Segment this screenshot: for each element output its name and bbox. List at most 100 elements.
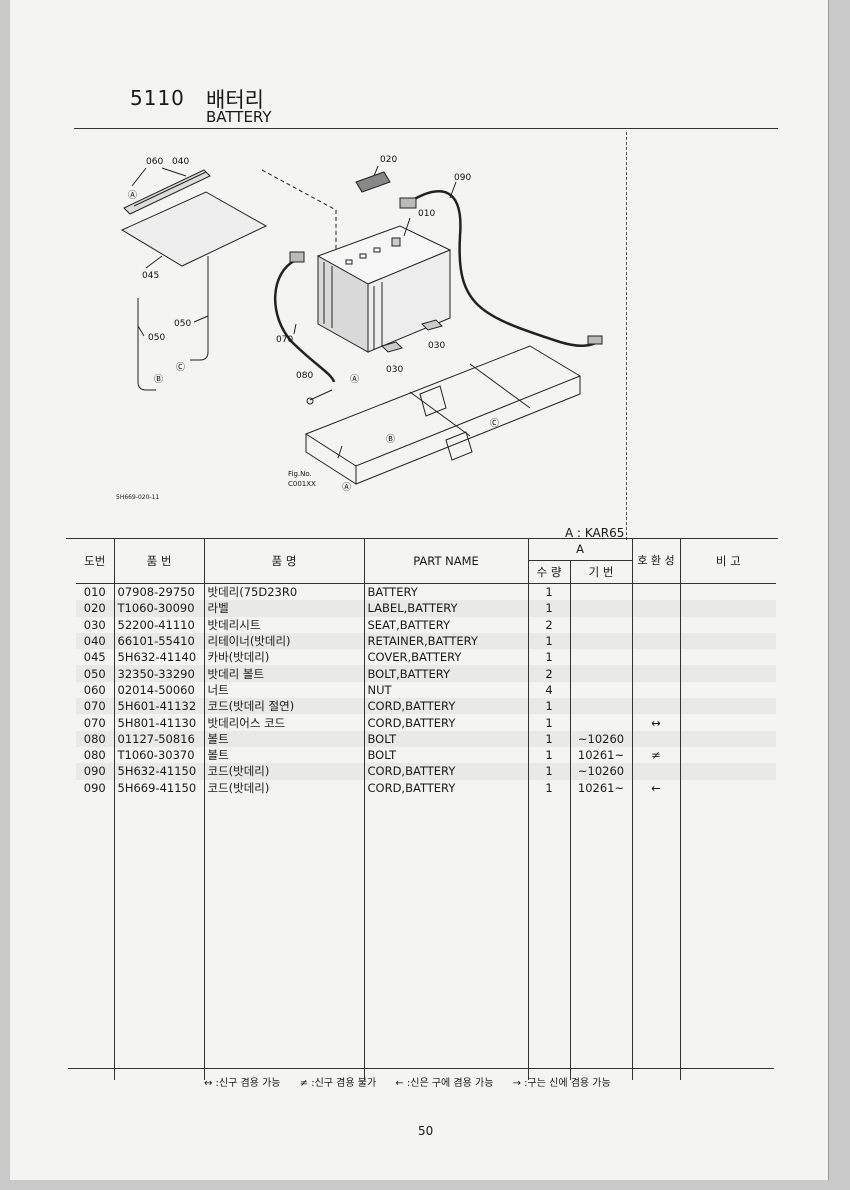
svg-text:010: 010: [418, 209, 435, 219]
cell-ref: 070: [83, 715, 106, 730]
cell-base: [569, 600, 632, 617]
cell-part-no: 5H669-41150: [113, 779, 204, 796]
cell-note: [679, 649, 776, 666]
cell-note: [679, 681, 776, 699]
col-header-qty: 수 량: [527, 560, 570, 584]
cell-part-no: 66101-55410: [113, 632, 204, 650]
empty-cell: [363, 795, 528, 1080]
cell-compat: [631, 730, 680, 747]
cell-part-no: 02014-50060: [113, 681, 204, 699]
svg-text:020: 020: [380, 155, 397, 165]
col-header-base: 기 번: [569, 560, 632, 584]
cell-compat: ≠: [631, 746, 680, 764]
cell-name-ko: 코드(밧데리): [203, 779, 364, 796]
cell-name-ko: 볼트: [203, 746, 364, 764]
section-title-english: BATTERY: [206, 108, 272, 126]
empty-cell: [631, 795, 680, 1080]
svg-text:045: 045: [142, 271, 159, 281]
cell-note: [679, 779, 776, 796]
cell-note: [679, 665, 776, 682]
svg-text:Ⓒ: Ⓒ: [490, 418, 499, 429]
cell-name-ko: 리테이너(밧데리): [203, 632, 364, 650]
battery-frame: [304, 345, 582, 467]
cell-note: [679, 583, 776, 601]
cell-compat: [631, 649, 680, 666]
cell-part-name: NUT: [363, 681, 528, 699]
cell-qty: 1: [527, 714, 570, 731]
svg-text:Ⓒ: Ⓒ: [176, 362, 185, 373]
section-number: 5110: [130, 86, 185, 110]
cell-base: [569, 665, 632, 682]
col-header-group-a: A: [527, 538, 632, 561]
cell-part-name: SEAT,BATTERY: [363, 616, 528, 633]
ground-cable: [273, 258, 336, 383]
cell-ref: 050: [76, 665, 114, 682]
cell-qty: 1: [527, 583, 570, 601]
cell-name-ko: 코드(밧데리): [203, 763, 364, 780]
battery-exploded-diagram: 060 040 020 090 010 045 050 050 070 030 …: [120, 155, 603, 493]
cell-part-no: 5H632-41140: [113, 649, 204, 666]
cell-ref: 080: [76, 730, 114, 747]
cell-compat: [631, 583, 680, 601]
svg-text:090: 090: [454, 173, 471, 183]
cell-ref: 030: [83, 617, 106, 632]
empty-cell: [527, 795, 570, 1080]
empty-cell: [76, 796, 114, 1080]
cell-qty: 1: [527, 649, 570, 666]
cell-part-no: 52200-41110: [113, 616, 204, 633]
cell-part-name: BOLT: [363, 746, 528, 764]
cell-note: [679, 616, 776, 633]
col-header-name-ko: 품 명: [203, 538, 364, 584]
cell-part-no: 5H601-41132: [113, 698, 204, 715]
battery-label: [355, 171, 391, 193]
retainer-part: [123, 169, 211, 215]
cell-name-ko: 너트: [203, 681, 364, 699]
empty-cell: [113, 795, 204, 1080]
svg-text:060: 060: [146, 157, 163, 167]
cell-name-ko: 카바(밧데리): [203, 649, 364, 666]
cell-compat: [631, 600, 680, 617]
cell-part-name: CORD,BATTERY: [363, 714, 528, 731]
cell-compat: [631, 763, 680, 780]
legend-item: → :구는 신에 겸용 가능: [512, 1078, 611, 1089]
page-number: 50: [418, 1124, 434, 1138]
header-rule: [74, 128, 778, 129]
legend-item: ← :신은 구에 겸용 가능: [395, 1078, 494, 1089]
empty-cell: [203, 795, 364, 1080]
cell-note: [679, 746, 776, 764]
empty-cell: [679, 795, 776, 1080]
cell-qty: 2: [527, 665, 570, 682]
cell-base: [569, 649, 632, 666]
parts-table: 도번 품 번 품 명 PART NAME A 호 환 성 비 고 수 량 기 번…: [76, 538, 776, 1080]
compatibility-legend: ↔ :신구 겸용 가능 ≠ :신구 겸용 불가 ← :신은 구에 겸용 가능 →…: [204, 1074, 627, 1089]
catalog-page: 5110 배터리 BATTERY: [10, 0, 829, 1180]
cell-qty: 1: [527, 763, 570, 780]
cell-compat: ←: [631, 779, 680, 796]
cell-compat: [631, 616, 680, 633]
col-header-compat: 호 환 성: [631, 538, 680, 584]
cell-qty: 2: [527, 616, 570, 633]
svg-text:Fig.No.: Fig.No.: [288, 470, 312, 478]
cell-note: [679, 632, 776, 650]
cell-ref: 020: [76, 600, 114, 617]
col-header-part-no: 품 번: [113, 538, 204, 584]
cell-note: [679, 714, 776, 731]
cell-base: [569, 632, 632, 650]
cell-base: [569, 616, 632, 633]
cell-compat: [631, 681, 680, 699]
cell-base: [569, 714, 632, 731]
col-header-note: 비 고: [679, 538, 776, 584]
svg-text:Ⓑ: Ⓑ: [386, 434, 395, 445]
cell-part-no: 01127-50816: [113, 730, 204, 747]
cell-ref: 080: [83, 748, 106, 763]
